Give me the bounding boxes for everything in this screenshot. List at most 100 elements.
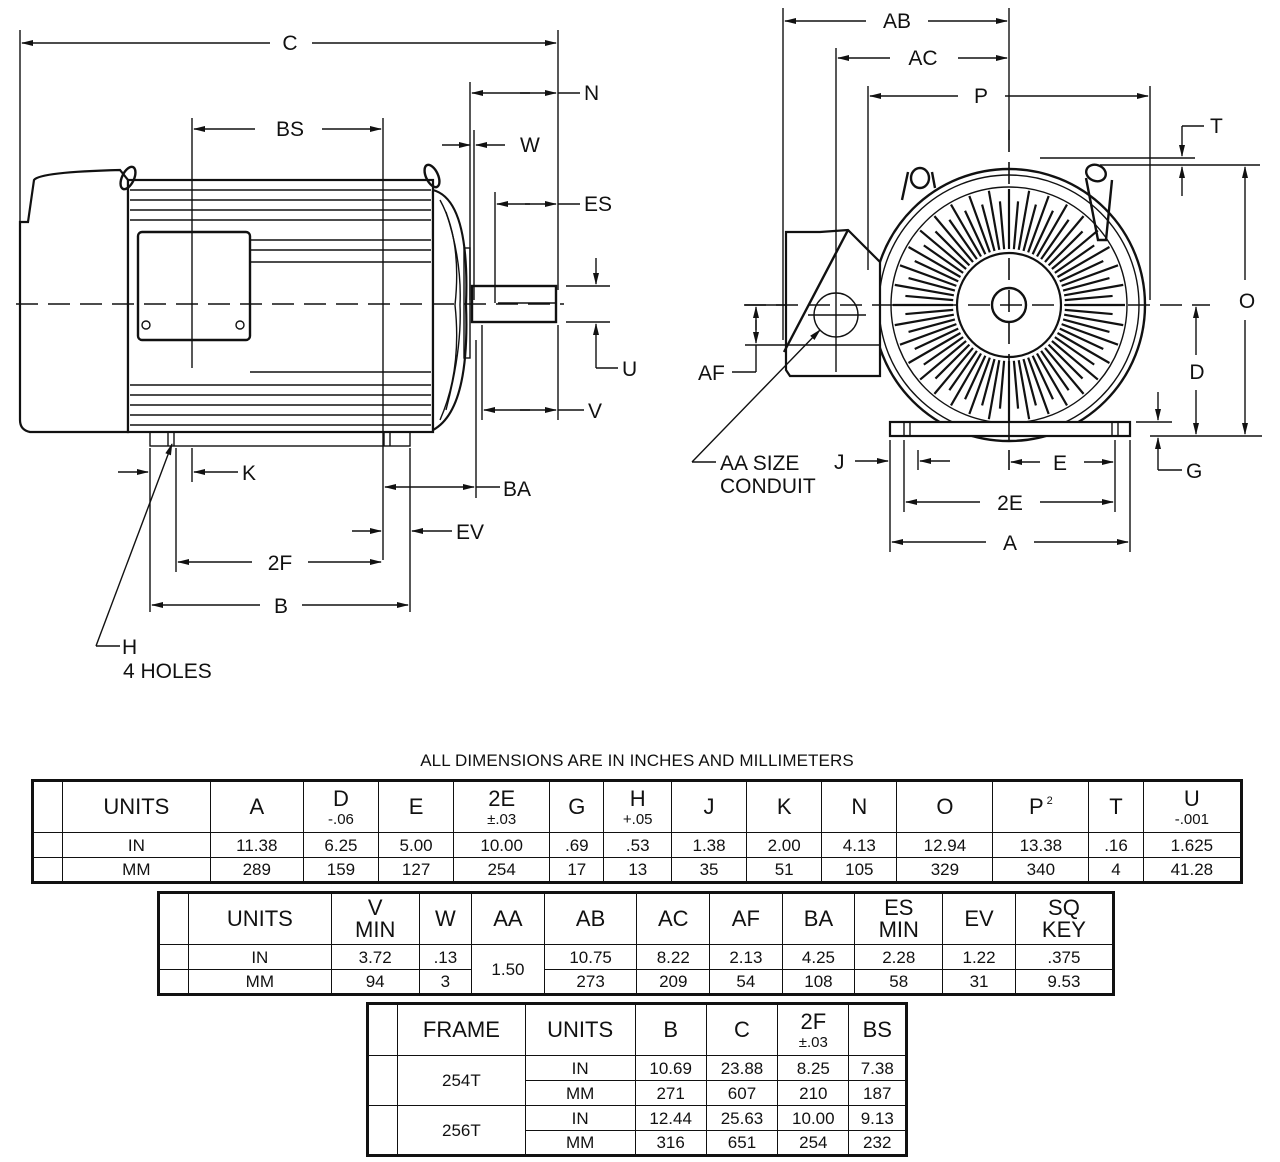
rear-endcap <box>18 168 130 434</box>
column-header-label: O <box>936 794 954 819</box>
dim-label-g: G <box>1186 460 1202 483</box>
end-view: AB AC P T O D G <box>691 8 1262 555</box>
dim-label-a: A <box>1003 532 1017 555</box>
column-header-c: C <box>705 1003 779 1056</box>
fin-line <box>1040 350 1070 391</box>
tolerance-label: ±.03 <box>798 1033 828 1051</box>
value-cell-2e: 254 <box>453 857 551 883</box>
fin-line <box>1059 327 1104 350</box>
column-header-label: SQ <box>1048 895 1080 920</box>
column-header-label: 2E <box>488 785 516 811</box>
value-cell-o: 329 <box>896 857 994 883</box>
value-cell-sq: .375 <box>1014 944 1115 970</box>
value-cell-u: 41.28 <box>1142 857 1243 883</box>
value-cell-p: 13.38 <box>992 832 1090 858</box>
value-cell-ac: 8.22 <box>636 944 711 970</box>
frame-header: FRAME <box>397 1003 526 1056</box>
blank-cell <box>367 1105 398 1156</box>
fin-line <box>1061 264 1119 287</box>
dimensions-note: ALL DIMENSIONS ARE IN INCHES AND MILLIME… <box>420 751 854 770</box>
dim-label-2e: 2E <box>997 492 1023 515</box>
mounting-feet <box>149 431 411 447</box>
blank-cell <box>158 969 189 995</box>
value-cell-h: 13 <box>603 857 672 883</box>
dim-label-ev: EV <box>456 521 484 544</box>
fin-line <box>981 204 996 252</box>
fin-line <box>1022 358 1037 406</box>
column-header-aa: AA <box>471 892 545 945</box>
column-header-t: T <box>1088 780 1144 833</box>
dim-label-n: N <box>584 82 599 105</box>
value-cell-aa: 1.50 <box>471 944 545 995</box>
column-header-o: O <box>896 780 994 833</box>
units-cell: IN <box>524 1055 636 1081</box>
frame-cell: 254T <box>397 1055 526 1106</box>
column-header-label: 2F <box>800 1008 827 1034</box>
column-header-af: AF <box>709 892 783 945</box>
column-header-label: AB <box>575 906 606 931</box>
value-cell-v: 3.72 <box>330 944 420 970</box>
column-header-label: G <box>568 794 586 819</box>
fin-line <box>933 347 974 395</box>
fin-line <box>1062 318 1110 333</box>
fin-line <box>964 355 987 400</box>
fin-line <box>998 201 1006 250</box>
value-cell-bs: 232 <box>848 1130 907 1156</box>
dim-label-j: J <box>834 451 845 474</box>
column-header-label: J <box>703 794 715 819</box>
dim-label-es: ES <box>584 193 612 216</box>
dim-label-c: C <box>282 32 297 55</box>
value-cell-2f: 254 <box>777 1130 850 1156</box>
footnote-marker: 2 <box>1046 795 1053 807</box>
fin-line <box>1051 229 1099 270</box>
conduit-label-line1: AA SIZE <box>720 452 799 475</box>
conduit-box <box>136 230 252 342</box>
value-cell-e: 5.00 <box>378 832 455 858</box>
fin-line <box>934 343 971 380</box>
column-header-label: AA <box>493 906 523 931</box>
column-header-label: N <box>851 794 868 819</box>
fin-line <box>1031 210 1054 255</box>
blank-cell <box>367 1003 398 1056</box>
column-header-suffix: KEY <box>1041 917 1086 942</box>
units-header: UNITS <box>524 1003 636 1056</box>
column-header-label: K <box>776 794 792 819</box>
value-cell-c: 25.63 <box>705 1105 779 1131</box>
dim-label-ab: AB <box>883 10 911 33</box>
value-cell-2f: 8.25 <box>777 1055 850 1081</box>
fin-line <box>1017 359 1031 420</box>
tolerance-label: +.05 <box>622 810 653 828</box>
value-cell-k: 2.00 <box>746 832 823 858</box>
blank-cell <box>158 944 189 970</box>
column-header-label: C <box>734 1017 750 1042</box>
units-header: UNITS <box>188 892 332 945</box>
value-cell-ac: 209 <box>636 969 711 995</box>
column-header-label: E <box>408 794 424 819</box>
fin-line <box>1064 294 1113 302</box>
fin-line <box>899 323 957 346</box>
value-cell-ba: 108 <box>781 969 856 995</box>
column-header-ba: BA <box>781 892 856 945</box>
tolerance-label: ±.03 <box>487 810 517 828</box>
fin-line <box>998 360 1006 409</box>
value-cell-b: 271 <box>634 1080 707 1106</box>
fin-line <box>1047 343 1084 380</box>
value-cell-es: 58 <box>854 969 944 995</box>
value-cell-bs: 187 <box>848 1080 907 1106</box>
fin-line <box>907 332 962 364</box>
blank-cell <box>32 832 63 858</box>
dim-label-v: V <box>588 400 602 423</box>
value-cell-t: 4 <box>1088 857 1144 883</box>
value-cell-j: 35 <box>670 857 748 883</box>
column-header-g: G <box>549 780 605 833</box>
fin-line <box>905 294 954 302</box>
fin-line <box>905 308 954 316</box>
fin-line <box>1031 355 1054 400</box>
value-cell-sq: 9.53 <box>1014 969 1115 995</box>
value-cell-a: 289 <box>209 857 304 883</box>
